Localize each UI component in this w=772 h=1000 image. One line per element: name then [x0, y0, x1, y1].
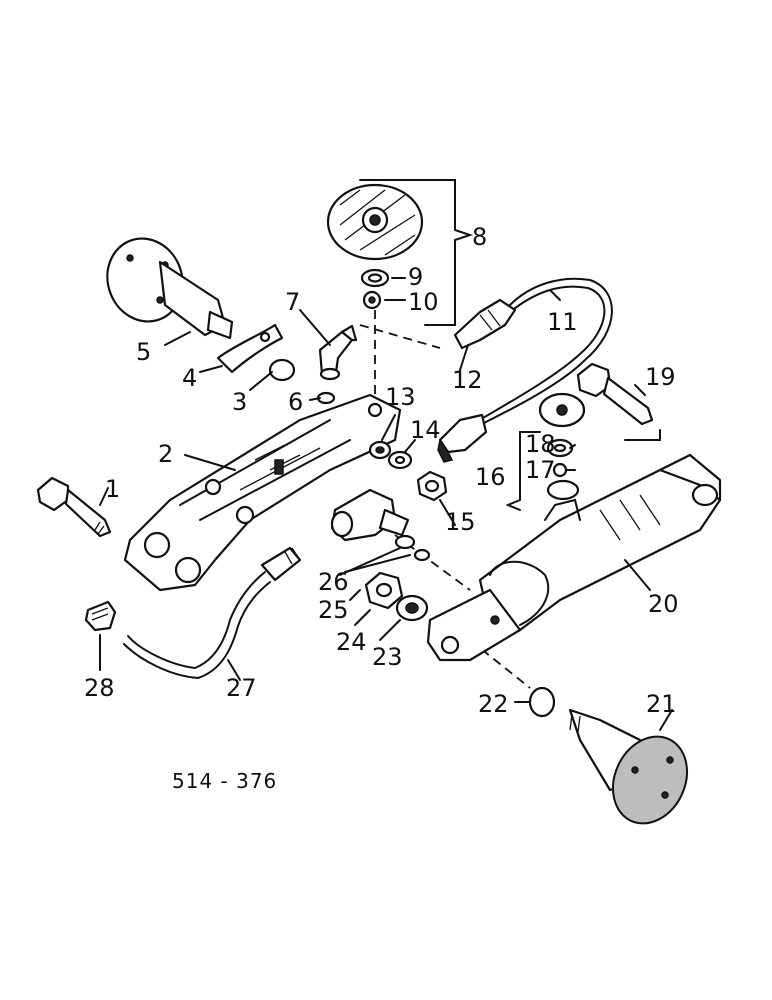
- label-10: 10: [408, 288, 439, 316]
- label-13: 13: [385, 383, 416, 411]
- label-14: 14: [410, 416, 441, 444]
- label-26: 26: [318, 568, 349, 596]
- part-23-washer: [395, 594, 429, 622]
- part-17-nut: [552, 462, 568, 478]
- part-8-mounting-cap: [326, 179, 474, 326]
- label-6: 6: [288, 388, 303, 416]
- label-24: 24: [336, 628, 367, 656]
- label-12: 12: [452, 366, 483, 394]
- label-7: 7: [285, 288, 300, 316]
- part-4-clip: [216, 323, 284, 374]
- part-22-o-ring: [528, 686, 556, 718]
- label-17: 17: [525, 456, 556, 484]
- part-12-fitting: [437, 298, 517, 463]
- label-8: 8: [472, 223, 487, 251]
- part-20-cylinder: [426, 453, 722, 662]
- label-1: 1: [105, 475, 120, 503]
- part-5-flanged-pin: [106, 237, 234, 340]
- part-24-nut: [364, 571, 404, 610]
- label-5: 5: [136, 338, 151, 366]
- part-28-fitting: [84, 600, 117, 632]
- leader-lines: [99, 277, 673, 731]
- part-26-tee-fitting: [330, 488, 431, 576]
- label-27: 27: [226, 674, 257, 702]
- label-3: 3: [232, 388, 247, 416]
- part-9-washer: [360, 268, 390, 288]
- label-18: 18: [525, 430, 556, 458]
- label-9: 9: [408, 263, 423, 291]
- part-21-flanged-pin: [568, 708, 688, 825]
- part-10-nut: [362, 290, 382, 310]
- label-23: 23: [372, 643, 403, 671]
- label-21: 21: [646, 690, 677, 718]
- part-2-lift-link: [123, 393, 402, 592]
- label-28: 28: [84, 674, 115, 702]
- label-11: 11: [547, 308, 578, 336]
- part-7-elbow: [318, 324, 358, 381]
- callout-labels: 1 2 3 4 5 6 7 8 9 10 11 12 13 14 15 16 1…: [84, 223, 679, 718]
- part-27-pipe: [123, 546, 302, 680]
- label-25: 25: [318, 596, 349, 624]
- label-2: 2: [158, 440, 173, 468]
- diagram-code: 514 - 376: [172, 769, 277, 793]
- part-1-bolt: [36, 476, 112, 538]
- part-3-o-ring: [268, 358, 296, 382]
- label-16: 16: [475, 463, 506, 491]
- part-15-nut: [416, 470, 448, 502]
- part-18-washer: [546, 438, 574, 458]
- label-22: 22: [478, 690, 509, 718]
- label-15: 15: [445, 508, 476, 536]
- label-19: 19: [645, 363, 676, 391]
- label-4: 4: [182, 364, 197, 392]
- label-20: 20: [648, 590, 679, 618]
- part-14-washer: [387, 450, 413, 470]
- part-19-bolt: [576, 362, 661, 441]
- part-16-cap: [505, 392, 586, 511]
- part-13-washer: [368, 440, 392, 460]
